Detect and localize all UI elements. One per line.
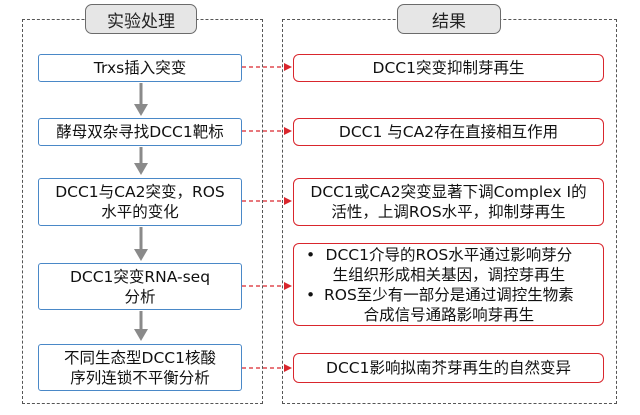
- result-4-bullet-2-line-1: ROS至少有一部分是通过调控生物素: [324, 285, 574, 304]
- down-arrow-3: [134, 227, 148, 261]
- step-box-5: 不同生态型DCC1核酸 序列连锁不平衡分析: [38, 344, 242, 391]
- step-5-line-1: 不同生态型DCC1核酸: [64, 348, 216, 367]
- result-4-bullet-2-line-2: 合成信号通路影响芽再生: [363, 305, 535, 324]
- step-box-4: DCC1突变RNA-seq 分析: [38, 263, 242, 310]
- step-3-line-1: DCC1与CA2突变，ROS: [55, 183, 225, 201]
- result-4-bullet-2: • ROS至少有一部分是通过调控生物素 合成信号通路影响芽再生: [306, 285, 574, 325]
- left-panel-header: 实验处理: [85, 4, 197, 34]
- down-arrow-2: [134, 147, 148, 175]
- bullet-dot-1: •: [306, 245, 316, 264]
- result-4-bullet-1: • DCC1介导的ROS水平通过影响芽分 生组织形成相关基因，调控芽再生: [306, 245, 574, 285]
- result-box-1: DCC1突变抑制芽再生: [293, 54, 604, 82]
- bullet-dot-2: •: [306, 285, 316, 304]
- result-4-bullet-list: • DCC1介导的ROS水平通过影响芽分 生组织形成相关基因，调控芽再生 • R…: [306, 245, 574, 325]
- result-box-2: DCC1 与CA2存在直接相互作用: [293, 118, 604, 146]
- step-box-1: Trxs插入突变: [38, 54, 242, 82]
- result-1-line-1: DCC1突变抑制芽再生: [372, 59, 525, 77]
- step-4-line-1: DCC1突变RNA-seq: [69, 267, 211, 286]
- down-arrow-4: [134, 311, 148, 341]
- right-panel-header: 结果: [397, 4, 501, 34]
- step-3-line-2: 水平的变化: [101, 203, 179, 221]
- result-3-line-1: DCC1或CA2突变显著下调Complex I的: [310, 183, 587, 201]
- result-box-5: DCC1影响拟南芥芽再生的自然变异: [293, 353, 604, 383]
- result-5-line-1: DCC1影响拟南芥芽再生的自然变异: [326, 359, 571, 377]
- result-4-bullet-1-line-2: 生组织形成相关基因，调控芽再生: [332, 265, 566, 284]
- step-4-line-2: 分析: [124, 287, 156, 306]
- step-box-3: DCC1与CA2突变，ROS 水平的变化: [38, 178, 242, 226]
- result-box-4: • DCC1介导的ROS水平通过影响芽分 生组织形成相关基因，调控芽再生 • R…: [293, 243, 604, 326]
- step-box-2: 酵母双杂寻找DCC1靶标: [38, 118, 242, 146]
- result-4-bullet-1-line-1: DCC1介导的ROS水平通过影响芽分: [325, 245, 573, 264]
- result-2-line-1: DCC1 与CA2存在直接相互作用: [338, 123, 559, 141]
- down-arrow-1: [134, 83, 148, 116]
- result-box-3: DCC1或CA2突变显著下调Complex I的 活性，上调ROS水平，抑制芽再…: [293, 178, 604, 226]
- step-1-line-1: Trxs插入突变: [93, 59, 187, 77]
- step-5-line-2: 序列连锁不平衡分析: [70, 368, 210, 387]
- result-3-line-2: 活性，上调ROS水平，抑制芽再生: [331, 203, 566, 221]
- step-2-line-1: 酵母双杂寻找DCC1靶标: [56, 123, 224, 141]
